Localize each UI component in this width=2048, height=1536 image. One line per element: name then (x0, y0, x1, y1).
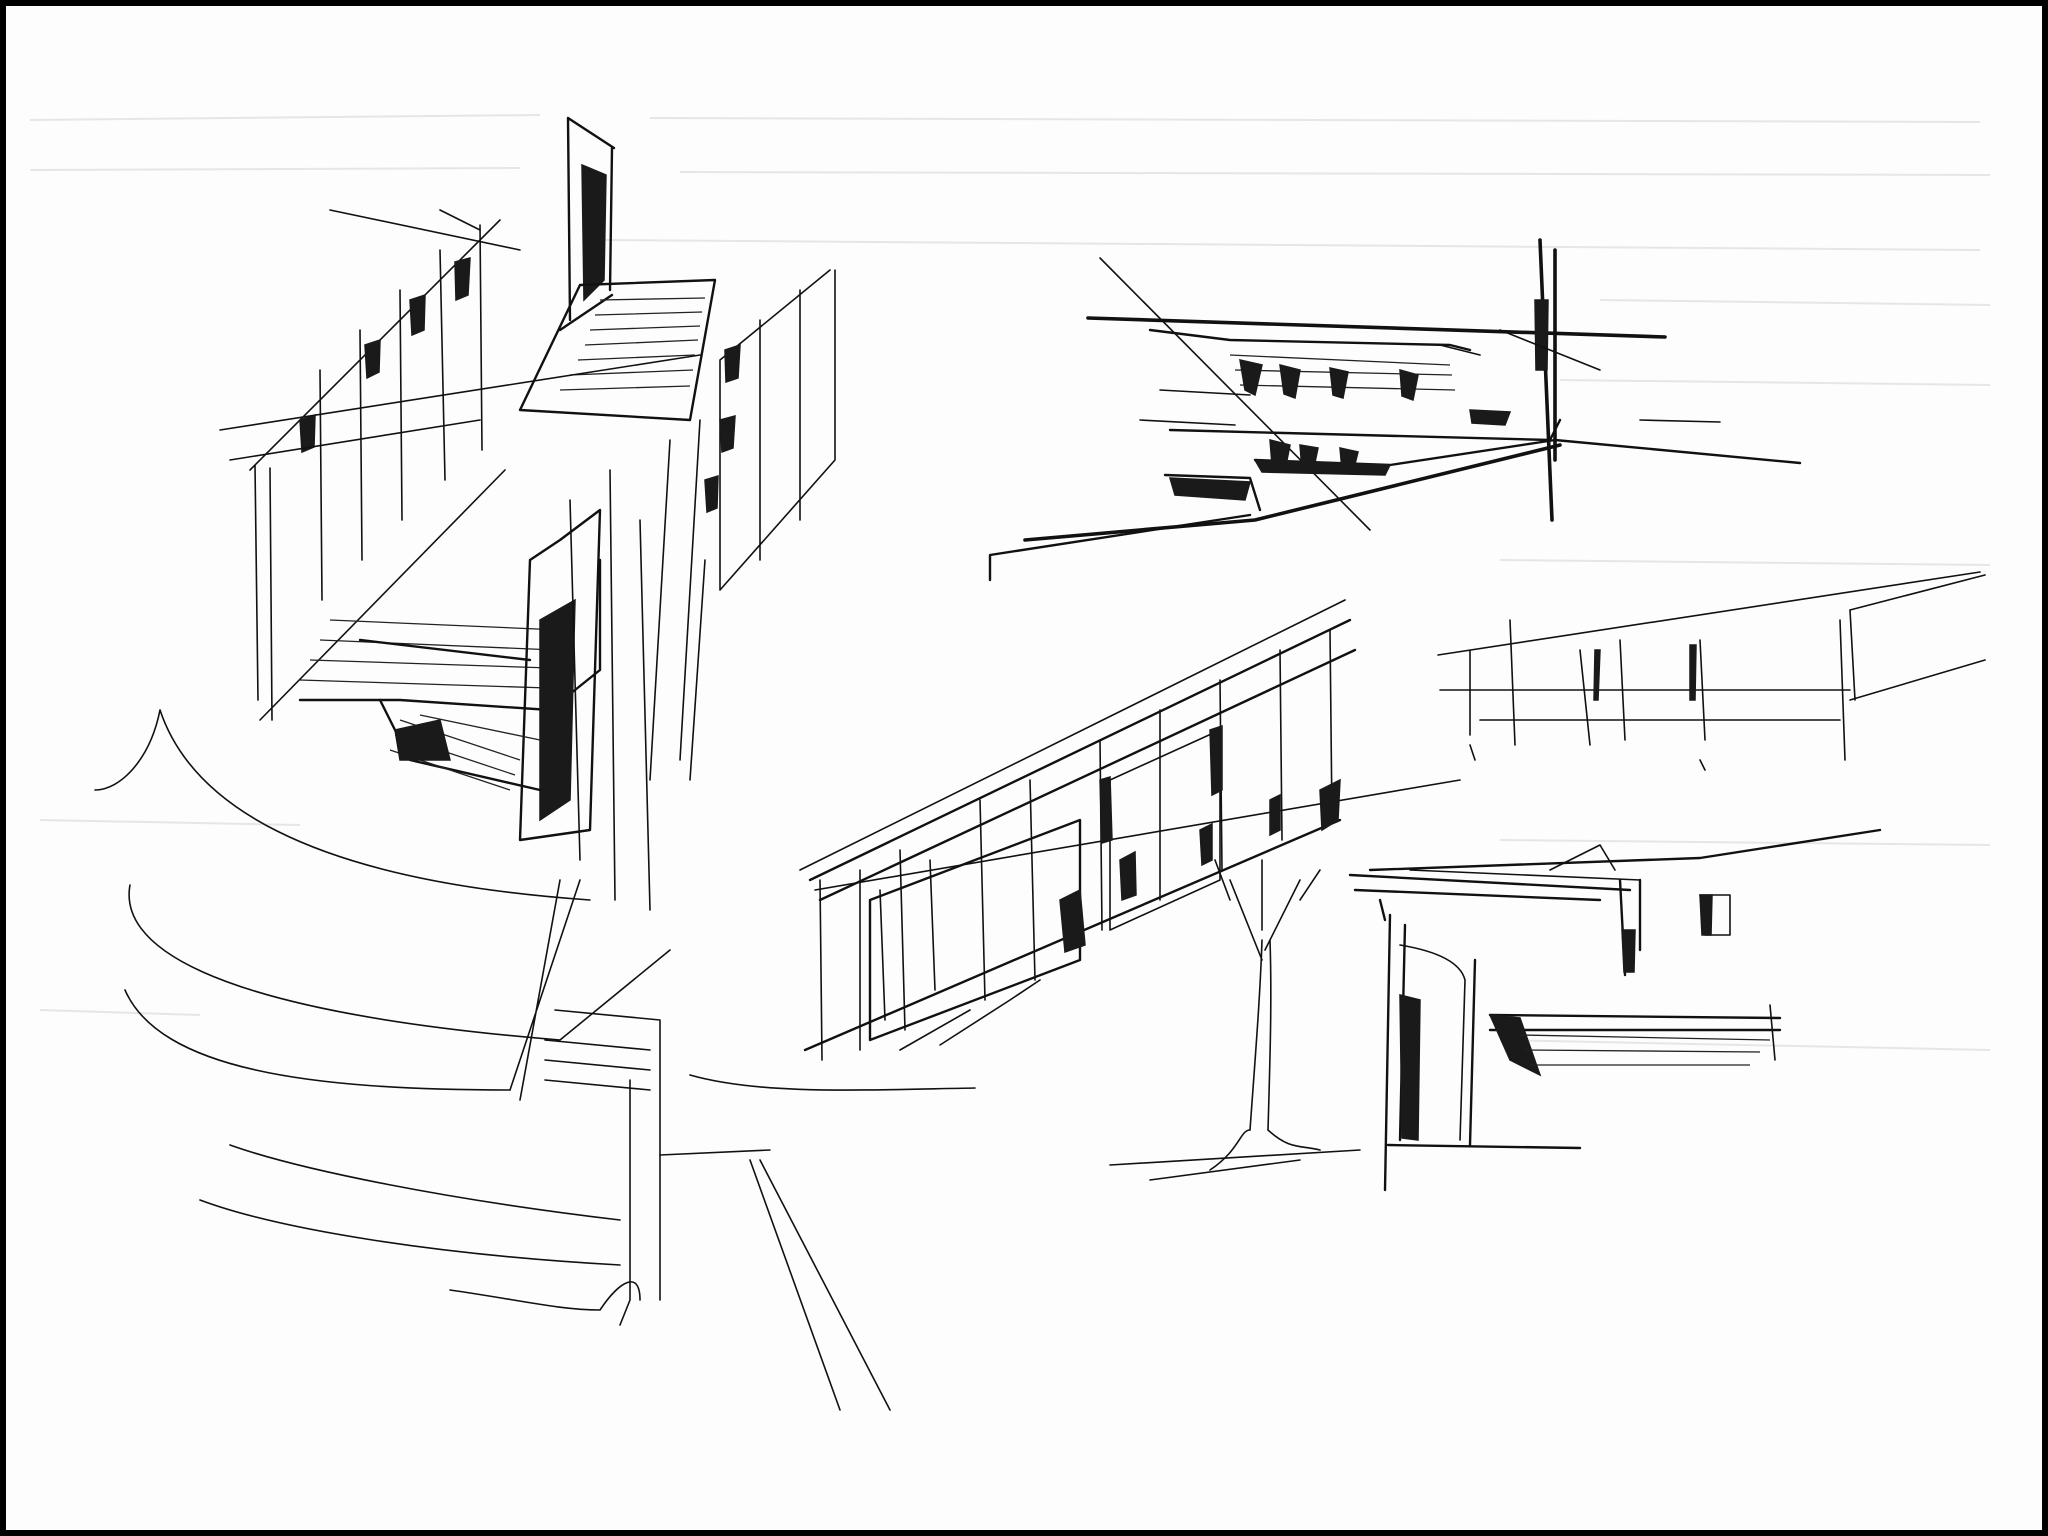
sketch-paper (6, 6, 2042, 1530)
cantilever-elevation-sketch (988, 238, 1802, 582)
long-facade-perspective-sketch (799, 599, 1461, 1061)
sketch-canvas (29, 114, 1991, 1411)
bleed-through-lines (29, 114, 1991, 1051)
courtyard-perspective-sketch (94, 116, 976, 1411)
tree-and-corner-detail-sketch (1109, 828, 1882, 1192)
right-section-study-sketch (1437, 571, 1986, 771)
